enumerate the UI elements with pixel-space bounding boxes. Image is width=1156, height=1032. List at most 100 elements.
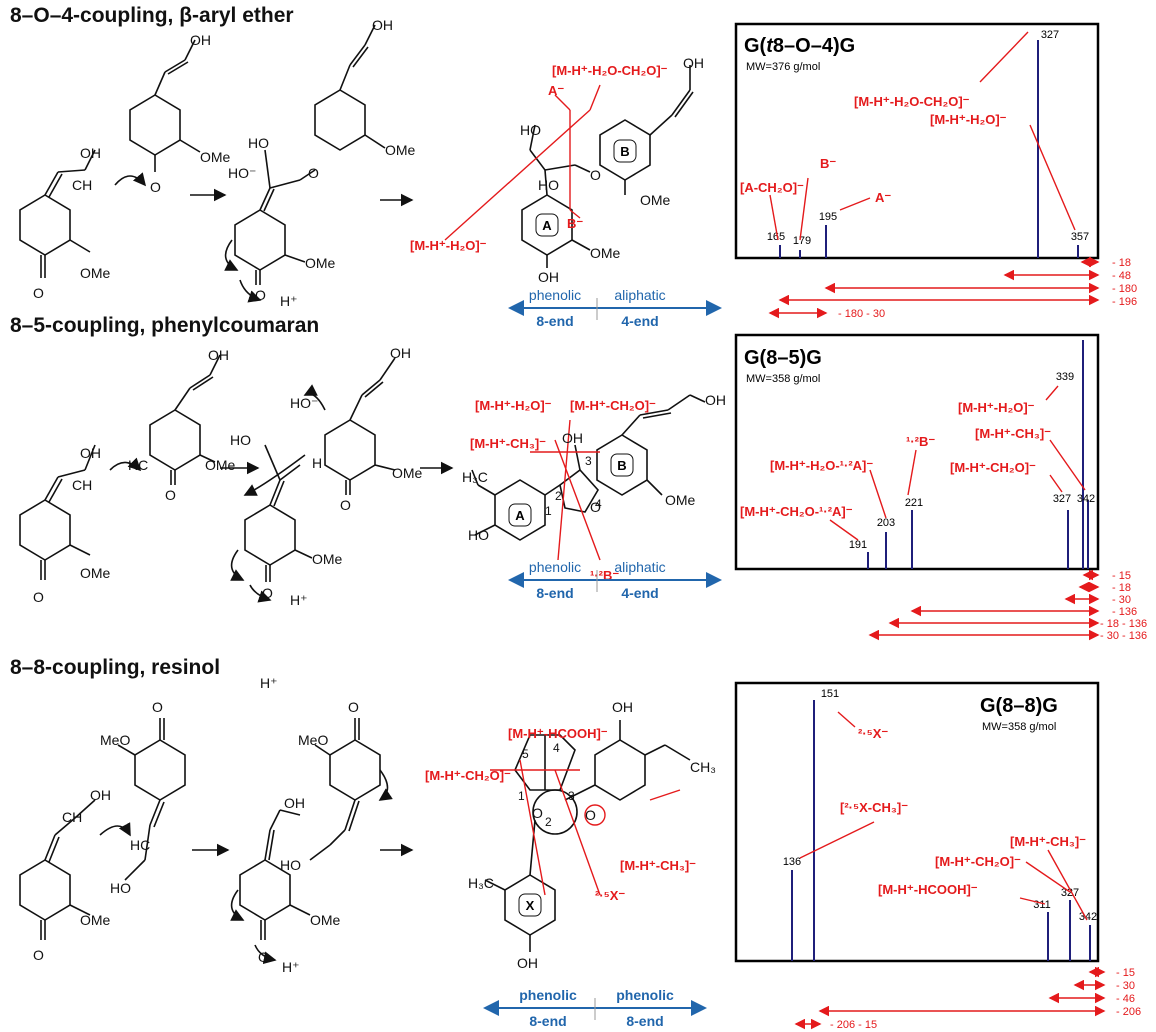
- svg-text:[M-H⁺-CH₂O]⁻: [M-H⁺-CH₂O]⁻: [425, 768, 511, 783]
- svg-text:B: B: [620, 144, 629, 159]
- loss-label: - 46: [1116, 993, 1135, 1005]
- loss-label: - 30 - 136: [1100, 630, 1147, 642]
- spectrum-3: G(8–8)G MW=358 g/mol 151 136 327 311 342…: [734, 681, 1141, 1031]
- peak-label: 191: [849, 539, 867, 551]
- svg-text:HO: HO: [248, 135, 269, 151]
- loss-label: - 15: [1112, 570, 1131, 582]
- svg-text:H: H: [312, 455, 322, 471]
- svg-text:3: 3: [585, 454, 592, 468]
- section-title-resinol: 8–8-coupling, resinol: [10, 656, 221, 679]
- svg-text:[M-H⁺-H₂O-CH₂O]⁻: [M-H⁺-H₂O-CH₂O]⁻: [552, 63, 668, 78]
- svg-text:OMe: OMe: [310, 912, 341, 928]
- loss-label: - 30: [1112, 594, 1131, 606]
- svg-text:OMe: OMe: [205, 457, 236, 473]
- peak-label: 357: [1071, 231, 1089, 243]
- svg-text:CH: CH: [62, 809, 82, 825]
- svg-text:4-end: 4-end: [621, 313, 658, 329]
- svg-text:HO: HO: [468, 527, 489, 543]
- svg-text:1: 1: [545, 504, 552, 518]
- svg-text:²·⁵X⁻: ²·⁵X⁻: [595, 888, 625, 903]
- svg-text:OMe: OMe: [312, 551, 343, 567]
- svg-text:O: O: [33, 589, 44, 605]
- svg-text:O: O: [150, 179, 161, 195]
- compound-name: G(8–8)G: [980, 695, 1058, 717]
- svg-text:B⁻: B⁻: [567, 216, 583, 231]
- fragment-label: [M-H⁺-CH₃]⁻: [1010, 834, 1086, 849]
- svg-text:OMe: OMe: [640, 192, 671, 208]
- svg-text:OH: OH: [80, 445, 101, 461]
- svg-text:O: O: [585, 807, 596, 823]
- svg-text:HO: HO: [280, 857, 301, 873]
- svg-text:HC: HC: [128, 457, 148, 473]
- loss-label: - 136: [1112, 606, 1137, 618]
- peak-label: 342: [1079, 911, 1097, 923]
- svg-text:O: O: [33, 285, 44, 301]
- loss-label: - 18: [1112, 582, 1131, 594]
- svg-text:X: X: [526, 898, 535, 913]
- peak-label: 203: [877, 517, 895, 529]
- svg-text:[M-H⁺-CH₃]⁻: [M-H⁺-CH₃]⁻: [620, 858, 696, 873]
- svg-text:OH: OH: [208, 347, 229, 363]
- fragment-label: [M-H⁺-H₂O]⁻: [958, 400, 1035, 415]
- svg-text:CH: CH: [72, 177, 92, 193]
- fragment-label: [M-H⁺-H₂O-CH₂O]⁻: [854, 94, 970, 109]
- svg-text:O: O: [255, 287, 266, 303]
- svg-text:A: A: [542, 218, 552, 233]
- svg-text:O: O: [340, 497, 351, 513]
- peak-label: 339: [1056, 371, 1074, 383]
- svg-text:OH: OH: [80, 145, 101, 161]
- svg-text:phenolic: phenolic: [616, 987, 674, 1003]
- svg-text:O: O: [165, 487, 176, 503]
- svg-text:OMe: OMe: [392, 465, 423, 481]
- svg-text:OMe: OMe: [665, 492, 696, 508]
- svg-text:HO: HO: [538, 177, 559, 193]
- svg-text:2: 2: [545, 815, 552, 829]
- svg-text:OMe: OMe: [80, 912, 111, 928]
- peak-label: 195: [819, 211, 837, 223]
- fragment-label: [M-H⁺-CH₂O]⁻: [950, 460, 1036, 475]
- loss-label: - 18: [1112, 257, 1131, 269]
- svg-text:phenolic: phenolic: [529, 559, 581, 575]
- svg-text:2: 2: [555, 489, 562, 503]
- svg-text:[M-H⁺-H₂O]⁻: [M-H⁺-H₂O]⁻: [475, 398, 552, 413]
- fragment-label: [²·⁵X-CH₃]⁻: [840, 800, 908, 815]
- peak-label: 327: [1061, 887, 1079, 899]
- svg-text:8-end: 8-end: [626, 1013, 663, 1029]
- svg-text:OH: OH: [517, 955, 538, 971]
- svg-text:O: O: [348, 699, 359, 715]
- svg-text:OMe: OMe: [80, 265, 111, 281]
- mw-label: MW=358 g/mol: [982, 721, 1056, 733]
- section-title-phenylcoumaran: 8–5-coupling, phenylcoumaran: [10, 314, 320, 337]
- svg-text:O: O: [590, 499, 601, 515]
- svg-text:aliphatic: aliphatic: [614, 287, 665, 303]
- peak-label: 327: [1053, 493, 1071, 505]
- fragment-label: B⁻: [820, 156, 836, 171]
- svg-text:1: 1: [518, 789, 525, 803]
- svg-text:MeO: MeO: [298, 732, 328, 748]
- ms-spectra: G(t8–O–4)G MW=376 g/mol 327 357 165 179 …: [734, 22, 1147, 1031]
- svg-text:O: O: [152, 699, 163, 715]
- spectrum-frame: [734, 22, 1100, 260]
- svg-text:OH: OH: [90, 787, 111, 803]
- svg-text:OMe: OMe: [80, 565, 111, 581]
- svg-text:OH: OH: [190, 32, 211, 48]
- svg-text:CH₃: CH₃: [690, 759, 716, 775]
- svg-text:[M-H⁺-HCOOH]⁻: [M-H⁺-HCOOH]⁻: [508, 726, 608, 741]
- svg-text:O: O: [33, 947, 44, 963]
- spectrum-frame: [734, 681, 1100, 963]
- peak-label: 179: [793, 235, 811, 247]
- svg-text:H⁺: H⁺: [260, 675, 278, 691]
- svg-text:phenolic: phenolic: [519, 987, 577, 1003]
- loss-label: - 206: [1116, 1006, 1141, 1018]
- fragment-label: [M-H⁺-CH₂O]⁻: [935, 854, 1021, 869]
- svg-text:[M-H⁺-H₂O]⁻: [M-H⁺-H₂O]⁻: [410, 238, 487, 253]
- spectrum-frame: [734, 333, 1100, 571]
- svg-text:OH: OH: [562, 430, 583, 446]
- loss-label: - 48: [1112, 270, 1131, 282]
- svg-text:8-end: 8-end: [529, 1013, 566, 1029]
- svg-text:OH: OH: [284, 795, 305, 811]
- svg-text:OMe: OMe: [385, 142, 416, 158]
- peak-label: 151: [821, 688, 839, 700]
- fragment-label: ¹·²B⁻: [906, 434, 935, 449]
- mw-label: MW=358 g/mol: [746, 373, 820, 385]
